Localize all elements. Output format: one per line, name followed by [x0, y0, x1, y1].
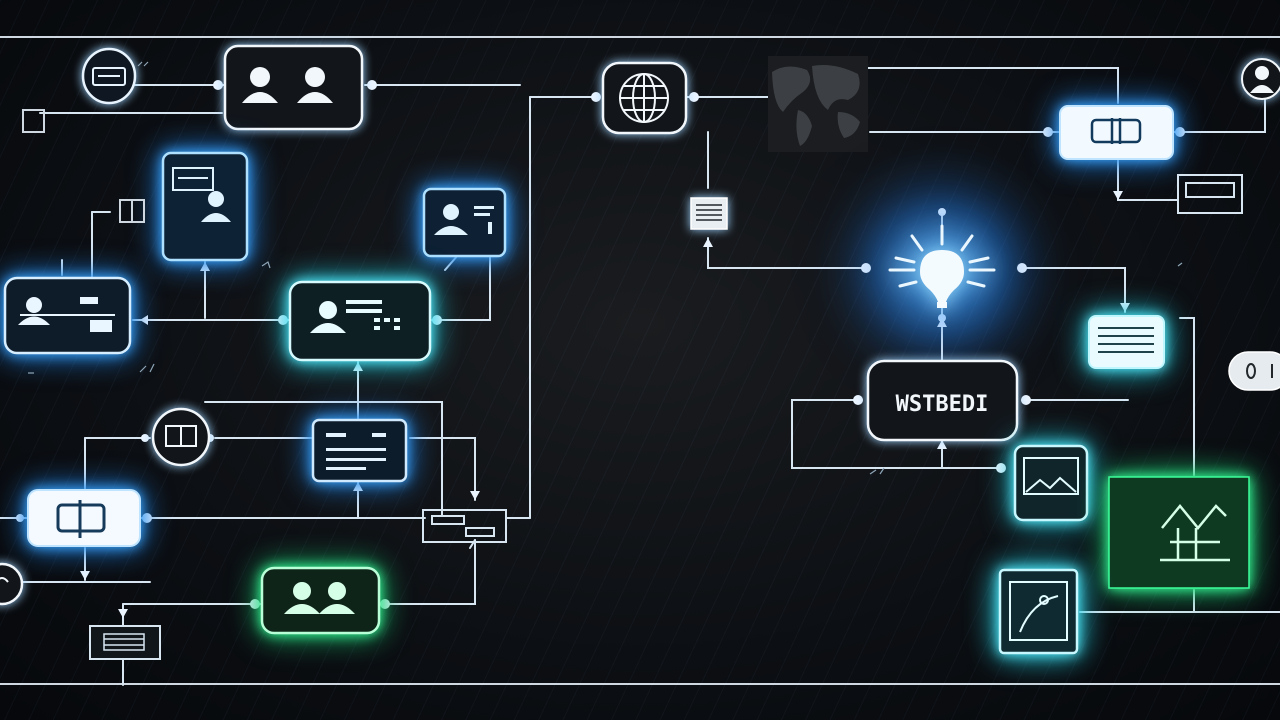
id-card-icon: [92, 67, 126, 86]
document-icon: [696, 204, 722, 221]
arrow-head: [80, 571, 90, 580]
green-team-node: [260, 566, 381, 635]
lightbulb-node: [888, 224, 996, 308]
toolbox-icon: [1090, 118, 1142, 144]
arrow-head: [200, 262, 210, 271]
user-icon: [1250, 66, 1274, 93]
connector: [1172, 99, 1266, 133]
keyboard-icon: [103, 633, 145, 651]
connector-dots: [16, 80, 1185, 616]
avatar-node: [1241, 58, 1280, 100]
connector: [1179, 317, 1195, 476]
connector-dot: [367, 80, 377, 90]
connectors: [0, 67, 1280, 686]
monitor-node: [1013, 444, 1089, 522]
connector-dot: [1175, 127, 1185, 137]
connector-dot: [278, 315, 288, 325]
arrow-head: [470, 491, 480, 500]
arrow-head: [937, 318, 947, 327]
connector: [204, 401, 443, 516]
connector: [707, 237, 869, 269]
arrow-head: [353, 482, 363, 491]
world-map-icon: [772, 65, 860, 146]
mini-panel-node: [1177, 174, 1243, 214]
camera-icon: [1009, 581, 1068, 641]
profile-card-node: [161, 151, 249, 262]
arrow-head: [703, 238, 713, 247]
connector-dot: [432, 315, 442, 325]
arrow-head: [937, 440, 947, 449]
connector-dot: [16, 514, 24, 522]
connector: [1117, 159, 1179, 201]
green-chart-node: [1108, 476, 1250, 589]
team-icon: [18, 297, 112, 332]
arrow-heads: [80, 191, 1130, 618]
user-icon: [201, 191, 231, 222]
user-list-icon: [310, 300, 400, 333]
connector-dot: [996, 463, 1006, 473]
toolbox-node: [1059, 105, 1174, 160]
connector-dot: [1021, 395, 1031, 405]
id-badge-node: [81, 47, 137, 105]
connector: [1021, 267, 1126, 313]
storage-icon: [56, 500, 106, 538]
message-list-icon: [1098, 327, 1154, 353]
connector-dot: [1017, 263, 1027, 273]
globe-icon: [619, 73, 669, 123]
user-group-icon: [242, 67, 333, 103]
lightbulb-rays: [888, 224, 996, 288]
connector: [409, 437, 476, 501]
connector-dot: [853, 395, 863, 405]
arrow-head: [353, 362, 363, 371]
connector-dot: [141, 434, 149, 442]
user-list-node: [288, 280, 432, 362]
chart-icon: [1160, 504, 1230, 562]
arrow-head: [1113, 191, 1123, 200]
connector: [829, 67, 1119, 104]
central-process-node: WSTBEDI: [866, 359, 1019, 442]
connector: [444, 254, 459, 271]
connector-dot: [213, 80, 223, 90]
message-card-node: [311, 418, 408, 483]
arrow-head: [140, 315, 148, 325]
chat-list-icon: [326, 433, 386, 470]
lightbulb-icon: [920, 250, 964, 302]
arrow-head: [118, 609, 128, 618]
globe-node: [601, 61, 688, 135]
edge-circle-node: [0, 562, 24, 606]
world-map-node: [768, 56, 868, 152]
user-badge-icon: [434, 204, 494, 235]
decor-marks: [28, 61, 1183, 475]
connector-dot: [250, 599, 260, 609]
connector: [791, 399, 1001, 469]
message-list-node: [1088, 315, 1165, 369]
connector: [431, 229, 491, 321]
folder-circle-node: [151, 407, 211, 467]
connector-dot: [861, 263, 871, 273]
connector-dot: [1043, 127, 1053, 137]
junction-node: [422, 509, 507, 543]
document-node: [690, 197, 728, 230]
connector-dot: [380, 599, 390, 609]
connector-dot: [142, 513, 152, 523]
keyboard-node: [89, 625, 161, 660]
user-badge-node: [422, 187, 507, 258]
connector: [379, 539, 476, 605]
small-doc-node: [119, 199, 145, 223]
team-node: [3, 276, 132, 355]
storage-node: [27, 489, 141, 547]
connector-dot: [938, 208, 946, 216]
small-square-node: [22, 109, 45, 133]
central-node-label: WSTBEDI: [896, 392, 989, 417]
arrow-head: [1120, 303, 1130, 312]
connector-dot: [689, 92, 699, 102]
user-group-icon: [284, 582, 355, 614]
user-group-node: [223, 44, 364, 131]
connector-dot: [591, 92, 601, 102]
monitor-icon: [1023, 457, 1079, 495]
toggle-node: [1228, 351, 1280, 391]
photo-node: [998, 568, 1079, 655]
